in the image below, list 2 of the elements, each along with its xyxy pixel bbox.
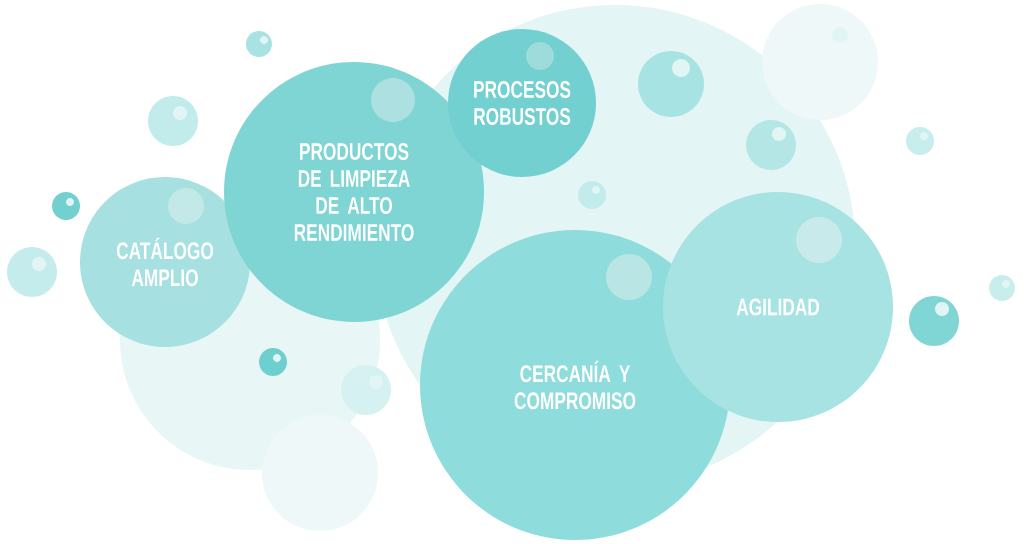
bubble: PROCESOS ROBUSTOS xyxy=(448,29,596,177)
bubble: AGILIDAD xyxy=(663,192,893,422)
